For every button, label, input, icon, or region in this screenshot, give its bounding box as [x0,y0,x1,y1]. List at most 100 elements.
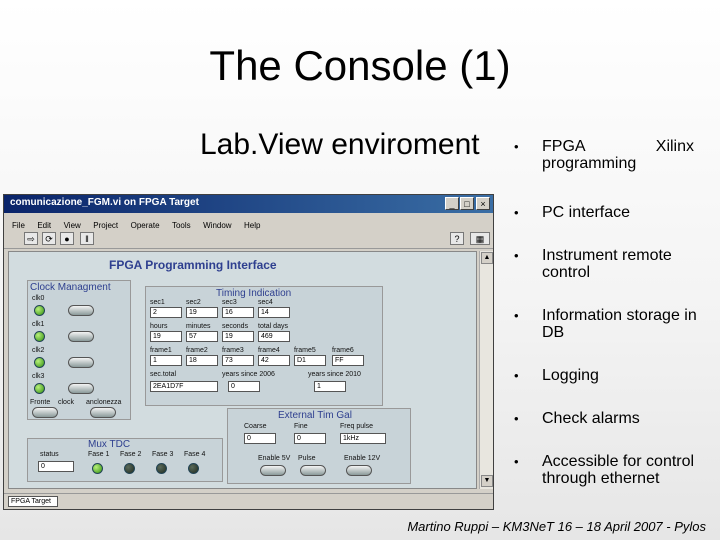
enable-5v-toggle[interactable] [260,465,286,476]
frame3-label: frame3 [222,347,244,354]
timing-title: Timing Indication [216,288,292,299]
years-since-2010-label: years since 2010 [308,371,361,378]
total-days-value: 469 [258,331,290,342]
clk3-toggle[interactable] [68,383,94,394]
clk0-toggle[interactable] [68,305,94,316]
enable-12v-label: Enable 12V [344,455,381,462]
maximize-button[interactable]: □ [460,197,474,210]
frame5-label: frame5 [294,347,316,354]
frame2-value: 18 [186,355,218,366]
fase4-led [188,463,199,474]
coarse-input[interactable]: 0 [244,433,276,444]
timing-group: Timing Indication sec1 sec2 sec3 sec4 2 … [145,286,383,406]
slide-footer: Martino Ruppi – KM3NeT 16 – 18 April 200… [407,519,706,534]
bullet-text: Accessible for control through ethernet [542,453,695,487]
clk2-led [34,357,45,368]
external-title: External Tim Gal [278,410,352,421]
scroll-down-icon[interactable]: ▼ [481,475,493,487]
menu-tools[interactable]: Tools [171,221,191,230]
scroll-up-icon[interactable]: ▲ [481,252,493,264]
menu-bar: File Edit View Project Operate Tools Win… [4,215,493,230]
fase3-label: Fase 3 [152,451,174,458]
clock-title: Clock Managment [30,282,111,293]
menu-operate[interactable]: Operate [130,221,160,230]
enable-5v-label: Enable 5V [258,455,291,462]
run-arrow-icon[interactable]: ⇨ [24,232,38,245]
mux-status-value: 0 [38,461,74,472]
menu-edit[interactable]: Edit [37,221,52,230]
front-panel: FPGA Programming Interface Clock Managme… [8,251,477,489]
frame4-value: 42 [258,355,290,366]
pulse-toggle[interactable] [300,465,326,476]
sec2-value: 19 [186,307,218,318]
fronte-toggle[interactable] [32,407,58,418]
menu-window[interactable]: Window [203,221,232,230]
labview-window: comunicazione_FGM.vi on FPGA Target _ □ … [3,194,494,510]
total-days-label: total days [258,323,288,330]
fase1-led [92,463,103,474]
clk0-label: clk0 [32,295,45,302]
clk2-toggle[interactable] [68,357,94,368]
enable-12v-toggle[interactable] [346,465,372,476]
fase4-label: Fase 4 [184,451,206,458]
minutes-value: 57 [186,331,218,342]
fase2-led [124,463,135,474]
help-icon[interactable]: ? [450,232,464,245]
window-title: comunicazione_FGM.vi on FPGA Target [10,197,199,208]
sec4-value: 14 [258,307,290,318]
clock-group: Clock Managment clk0 clk1 clk2 clk3 Fron… [27,280,131,420]
freq-pulse-select[interactable]: 1kHz [340,433,386,444]
toolbar: ⇨ ⟳ ● ‖ ? ▦ [4,230,493,249]
frame1-value: 1 [150,355,182,366]
years-since-2006-value: 0 [228,381,260,392]
years-since-2006-label: years since 2006 [222,371,275,378]
fine-label: Fine [294,423,308,430]
close-button[interactable]: × [476,197,490,210]
clk1-toggle[interactable] [68,331,94,342]
clk3-led [34,383,45,394]
pause-icon[interactable]: ‖ [80,232,94,245]
external-group: External Tim Gal Coarse Fine Freq pulse … [227,408,411,484]
menu-project[interactable]: Project [93,221,119,230]
vertical-scrollbar[interactable]: ▲ ▼ [479,251,493,489]
hours-value: 19 [150,331,182,342]
abort-icon[interactable]: ● [60,232,74,245]
clk0-led [34,305,45,316]
window-titlebar[interactable]: comunicazione_FGM.vi on FPGA Target _ □ … [4,195,493,213]
vi-icon: ▦ [470,232,490,245]
frame6-label: frame6 [332,347,354,354]
fine-input[interactable]: 0 [294,433,326,444]
frame1-label: frame1 [150,347,172,354]
anclonezza-label: anclonezza [86,399,122,406]
menu-file[interactable]: File [12,221,25,230]
sec-total-label: sec.total [150,371,177,378]
sec3-value: 16 [222,307,254,318]
bullet-item: Information storage in DB [514,307,714,341]
frame2-label: frame2 [186,347,208,354]
bullet-item: Logging [514,367,714,384]
status-bar: FPGA Target [4,493,493,509]
status-target: FPGA Target [8,496,58,507]
clk1-led [34,331,45,342]
fase2-label: Fase 2 [120,451,142,458]
bullet-text: Logging [542,367,599,384]
minimize-button[interactable]: _ [445,197,459,210]
menu-view[interactable]: View [63,221,81,230]
clk2-label: clk2 [32,347,45,354]
bullet-text: PC interface [542,204,631,221]
slide-subtitle: Lab.View enviroment [200,128,480,161]
clock-label: clock [58,399,74,406]
menu-help[interactable]: Help [244,221,261,230]
bullet-item: PC interface [514,204,714,221]
anclonezza-toggle[interactable] [90,407,116,418]
clk3-label: clk3 [32,373,45,380]
frame5-value: D1 [294,355,326,366]
run-continuous-icon[interactable]: ⟳ [42,232,56,245]
fase3-led [156,463,167,474]
seconds-label: seconds [222,323,249,330]
seconds-value: 19 [222,331,254,342]
panel-title: FPGA Programming Interface [109,258,277,272]
bullet-extra: Xilinx [655,138,694,155]
